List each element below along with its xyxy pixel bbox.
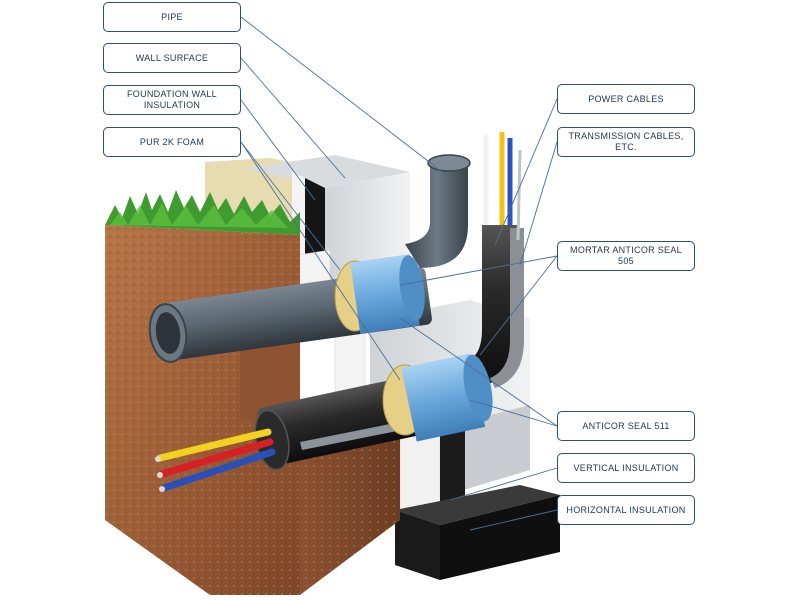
label-wall-surface: WALL SURFACE: [103, 43, 241, 73]
leader-mortar-1: [399, 255, 558, 286]
upper-blue-seal-rim: [399, 255, 425, 321]
lower-cable-yellow-tip: [155, 456, 161, 462]
leader-pipe: [240, 16, 451, 179]
lower-cable-blue: [160, 448, 276, 492]
leader-foundation-insulation: [240, 99, 316, 201]
leader-anticor-2: [469, 399, 558, 427]
soil-block-side-speck: [300, 412, 400, 595]
leader-pur-foam-1: [240, 141, 341, 271]
label-pipe: PIPE: [103, 2, 241, 32]
label-foundation-wall-insulation: FOUNDATION WALL INSULATION: [103, 85, 241, 115]
leader-lines: [240, 16, 558, 531]
leader-horizontal: [469, 509, 558, 531]
concrete-wall-top: [245, 155, 410, 188]
pipe-elbow: [405, 165, 468, 268]
grass-highlight: [110, 203, 288, 228]
lower-cable-yellow: [156, 428, 272, 462]
label-transmission-cables: TRANSMISSION CABLES, ETC.: [557, 127, 695, 157]
lower-cable-red: [158, 438, 274, 478]
cable-grey: [516, 149, 522, 241]
label-mortar-seal: MORTAR ANTICOR SEAL 505: [557, 241, 695, 271]
leader-power-cables: [494, 98, 558, 246]
label-pur-foam: PUR 2K FOAM: [103, 127, 241, 157]
pipe-top-end: [427, 154, 471, 172]
lower-cable-red-tip: [157, 472, 163, 478]
leader-transmission: [519, 141, 558, 266]
label-horizontal-insulation: HORIZONTAL INSULATION: [557, 495, 695, 525]
leader-pur-foam-2: [240, 141, 401, 381]
lower-cable-blue-tip: [159, 486, 165, 492]
label-vertical-insulation: VERTICAL INSULATION: [557, 453, 695, 483]
vertical-insulation-black: [440, 425, 465, 518]
leader-mortar-2: [479, 255, 558, 356]
leader-wall-surface: [240, 57, 346, 179]
leader-vertical: [449, 467, 558, 501]
cable-conduit-grey: [490, 228, 524, 388]
label-power-cables: POWER CABLES: [557, 84, 695, 114]
upper-pipe-end-inner: [155, 312, 181, 354]
leader-anticor-1: [399, 317, 558, 427]
label-anticor-seal: ANTICOR SEAL 511: [557, 411, 695, 441]
horizontal-insulation-front: [395, 510, 440, 580]
horizontal-insulation-top: [395, 485, 560, 525]
